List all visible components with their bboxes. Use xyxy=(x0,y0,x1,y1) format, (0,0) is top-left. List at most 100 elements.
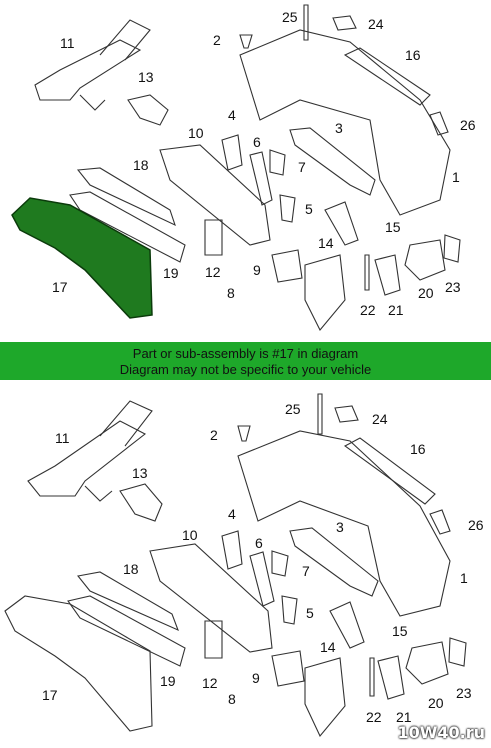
part-26-pad xyxy=(429,509,451,535)
part-22-stud xyxy=(369,657,375,697)
part-20-lamp xyxy=(405,641,449,685)
svg-text:22: 22 xyxy=(366,709,382,725)
part-17-undertray xyxy=(4,595,153,732)
svg-text:12: 12 xyxy=(205,264,221,280)
svg-text:7: 7 xyxy=(298,159,306,175)
part-24-clip xyxy=(334,405,359,423)
svg-text:10: 10 xyxy=(182,527,198,543)
svg-text:20: 20 xyxy=(428,695,444,711)
svg-text:21: 21 xyxy=(396,709,412,725)
svg-text:14: 14 xyxy=(320,639,336,655)
part-16-strip xyxy=(343,437,436,505)
svg-text:13: 13 xyxy=(138,69,154,85)
svg-text:24: 24 xyxy=(368,16,384,32)
part-10-impact-bar xyxy=(149,543,273,653)
info-banner: Part or sub-assembly is #17 in diagram D… xyxy=(0,342,491,380)
part-4-bracket xyxy=(221,530,243,570)
part-5-bracket xyxy=(281,595,298,625)
part-2-clip xyxy=(237,425,251,442)
part-1-bumper-cover xyxy=(237,430,451,617)
svg-text:3: 3 xyxy=(336,519,344,535)
svg-text:16: 16 xyxy=(410,441,426,457)
part-9-plate xyxy=(271,650,305,687)
svg-text:23: 23 xyxy=(456,685,472,701)
part-25-stud xyxy=(317,393,323,435)
svg-text:26: 26 xyxy=(460,117,476,133)
banner-line-2: Diagram may not be specific to your vehi… xyxy=(119,362,372,377)
part-25-stud xyxy=(303,4,309,41)
svg-text:9: 9 xyxy=(253,262,261,278)
svg-text:24: 24 xyxy=(372,411,388,427)
svg-text:20: 20 xyxy=(418,285,434,301)
svg-text:2: 2 xyxy=(210,427,218,443)
svg-text:8: 8 xyxy=(228,691,236,707)
svg-text:18: 18 xyxy=(123,561,139,577)
part-20-lamp xyxy=(404,239,446,281)
part-11-tow-hitch xyxy=(34,39,142,101)
part-8-bracket xyxy=(304,657,346,738)
part-22-stud xyxy=(364,254,370,291)
parts-diagram-original: 11 13 2 25 24 16 26 3 1 10 4 6 7 5 18 19… xyxy=(4,393,484,738)
watermark-logo: 10W40.ru xyxy=(397,723,485,742)
svg-text:12: 12 xyxy=(202,675,218,691)
part-5-bracket xyxy=(279,194,296,223)
part-24-clip xyxy=(332,15,357,31)
svg-text:22: 22 xyxy=(360,302,376,318)
part-4-bracket xyxy=(221,134,243,171)
callouts-bottom: 11 13 2 25 24 16 26 3 1 10 4 6 7 5 18 19… xyxy=(42,401,484,725)
part-3-absorber xyxy=(289,527,379,597)
svg-text:10: 10 xyxy=(188,125,204,141)
part-17-highlighted xyxy=(11,197,153,319)
part-9-plate xyxy=(271,249,303,283)
part-12-bracket xyxy=(204,219,223,256)
svg-text:6: 6 xyxy=(255,535,263,551)
svg-text:1: 1 xyxy=(452,169,460,185)
part-6-bracket xyxy=(249,551,275,607)
part-14-trim xyxy=(324,201,359,246)
svg-text:23: 23 xyxy=(445,279,461,295)
svg-text:7: 7 xyxy=(302,563,310,579)
part-7-bracket xyxy=(269,149,286,176)
svg-text:5: 5 xyxy=(305,201,313,217)
part-26-pad xyxy=(429,111,449,136)
svg-text:4: 4 xyxy=(228,107,236,123)
svg-text:6: 6 xyxy=(253,134,261,150)
part-14-trim xyxy=(329,601,365,649)
svg-text:18: 18 xyxy=(133,157,149,173)
svg-text:15: 15 xyxy=(385,219,401,235)
svg-text:2: 2 xyxy=(213,32,221,48)
part-10-impact-bar xyxy=(159,144,271,246)
part-11-tow-hitch xyxy=(27,420,147,497)
svg-text:1: 1 xyxy=(460,570,468,586)
part-1-bumper-cover xyxy=(239,29,451,216)
svg-text:21: 21 xyxy=(388,302,404,318)
svg-text:5: 5 xyxy=(306,605,314,621)
part-13-bracket xyxy=(119,483,163,522)
part-13-bracket xyxy=(127,94,169,126)
banner-line-1: Part or sub-assembly is #17 in diagram xyxy=(132,346,359,361)
svg-text:17: 17 xyxy=(42,687,58,703)
svg-text:25: 25 xyxy=(282,9,298,25)
svg-text:4: 4 xyxy=(228,506,236,522)
part-6-bracket xyxy=(249,151,273,206)
part-21-bracket xyxy=(377,655,405,700)
part-2-clip xyxy=(239,34,253,49)
svg-text:11: 11 xyxy=(55,430,70,446)
svg-text:9: 9 xyxy=(252,670,260,686)
part-21-bracket xyxy=(374,254,401,296)
svg-text:17: 17 xyxy=(52,279,68,295)
svg-text:16: 16 xyxy=(405,47,421,63)
svg-text:19: 19 xyxy=(163,265,179,281)
part-16-strip xyxy=(343,47,431,106)
svg-text:26: 26 xyxy=(468,517,484,533)
callouts-top: 11 13 2 25 24 16 26 3 1 10 4 6 7 5 18 19… xyxy=(52,9,476,318)
svg-text:3: 3 xyxy=(335,120,343,136)
part-7-bracket xyxy=(271,550,289,577)
svg-text:8: 8 xyxy=(227,285,235,301)
part-18-molding xyxy=(76,571,179,632)
svg-text:11: 11 xyxy=(60,35,75,51)
svg-text:14: 14 xyxy=(318,235,334,251)
svg-text:13: 13 xyxy=(132,465,148,481)
parts-diagram-highlighted: 11 13 2 25 24 16 26 3 1 10 4 6 7 5 18 19… xyxy=(11,4,476,331)
svg-text:19: 19 xyxy=(160,673,176,689)
